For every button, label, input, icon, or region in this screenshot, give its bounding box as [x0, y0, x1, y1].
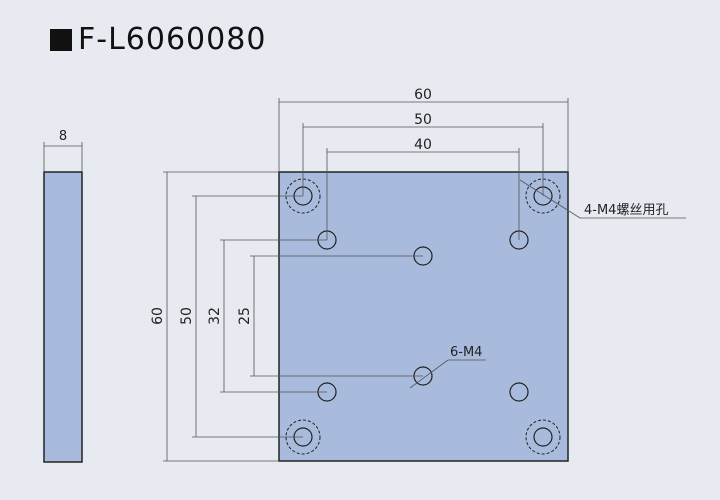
title-text: F-L6060080: [78, 22, 267, 57]
dim-top-50: 50: [414, 112, 432, 128]
dim-left-50: 50: [179, 307, 195, 325]
mount-holes-callout: 4-M4螺丝用孔: [584, 203, 668, 218]
top-view-plate: [278, 171, 569, 462]
m4-hole: [509, 382, 529, 402]
dim-left-25: 25: [237, 307, 253, 325]
dim-top-60: 60: [414, 87, 432, 103]
top-dimensions: [278, 98, 569, 240]
drawing-title: F-L6060080: [50, 22, 266, 57]
title-square-icon: [50, 28, 72, 51]
side-thickness-label: 8: [59, 129, 67, 144]
side-view-plate: [43, 171, 83, 463]
corner-hole-bottom-right: [525, 419, 561, 455]
dim-top-40: 40: [414, 137, 432, 153]
top-view: [278, 171, 569, 462]
threaded-holes-callout: 6-M4: [450, 345, 482, 360]
threaded-holes-leader: [409, 359, 486, 389]
side-view: 8: [43, 129, 83, 463]
dim-left-60: 60: [150, 307, 166, 325]
mount-holes-leader: [519, 179, 686, 219]
left-dimensions: [163, 171, 423, 462]
dim-left-32: 32: [207, 307, 223, 325]
